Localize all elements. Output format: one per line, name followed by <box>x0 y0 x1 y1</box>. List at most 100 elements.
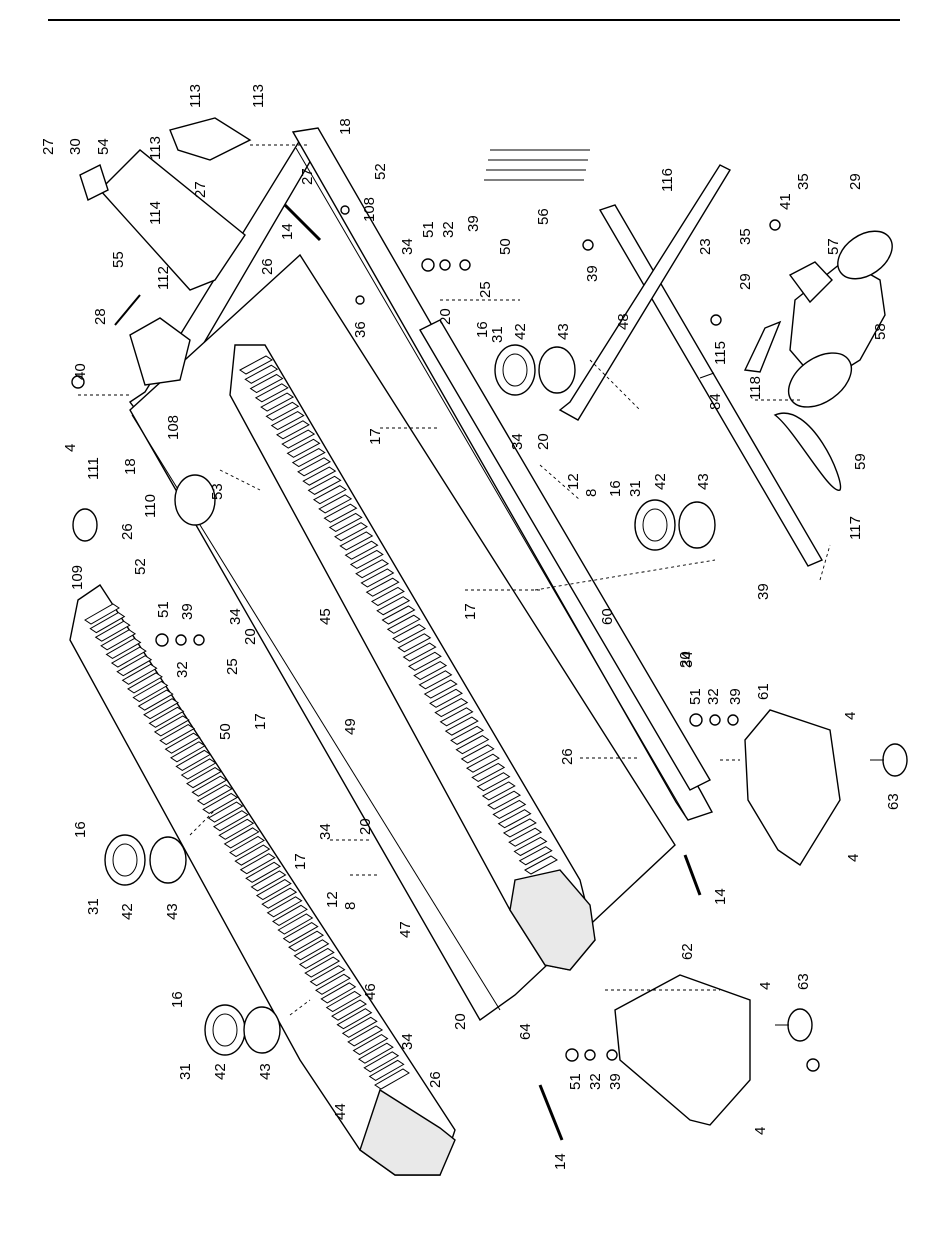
foot-63-right <box>870 743 908 777</box>
rail-slat <box>460 744 495 764</box>
rail-slat <box>121 663 158 685</box>
rail-slat <box>169 741 206 763</box>
label-43c: 43 <box>164 903 181 920</box>
rail-slat <box>450 725 485 745</box>
label-12b: 12 <box>324 891 341 908</box>
rail-slat <box>229 835 265 858</box>
label-17d: 17 <box>292 853 309 870</box>
rail-slat <box>302 466 337 486</box>
rail-slat <box>132 680 169 703</box>
label-4e: 4 <box>752 1127 769 1135</box>
label-4b: 4 <box>842 712 859 720</box>
side-rail-44-slats <box>84 603 410 1090</box>
motor-mount-57 <box>788 261 833 304</box>
rail-slat <box>508 827 543 847</box>
label-26c: 26 <box>559 748 576 765</box>
label-50b: 50 <box>217 723 234 740</box>
rail-slat <box>476 772 511 792</box>
rail-slat <box>110 646 147 668</box>
rail-slat <box>341 1016 378 1038</box>
label-17b: 17 <box>462 603 479 620</box>
rail-slat <box>481 781 516 801</box>
rail-slat <box>281 429 316 449</box>
label-42c: 42 <box>119 903 136 920</box>
label-4a: 4 <box>62 444 79 452</box>
label-8b: 8 <box>342 902 359 910</box>
label-35b: 35 <box>795 173 812 190</box>
label-49: 49 <box>342 718 359 735</box>
label-114: 114 <box>147 201 164 225</box>
rail-slat <box>407 651 442 671</box>
label-48: 48 <box>615 313 632 330</box>
label-31c: 31 <box>85 898 102 915</box>
rear-endcap-62 <box>614 974 751 1126</box>
rear-endcap-61 <box>744 709 841 866</box>
rail-slat <box>418 670 453 690</box>
label-113a: 113 <box>187 84 204 108</box>
label-52b: 52 <box>132 558 149 575</box>
rail-slat <box>392 623 427 644</box>
label-34b: 34 <box>509 433 526 450</box>
rail-slat <box>304 956 341 978</box>
label-43a: 43 <box>555 323 572 340</box>
label-8a: 8 <box>583 489 600 497</box>
label-42b: 42 <box>652 473 669 490</box>
label-32d: 32 <box>587 1073 604 1090</box>
label-47: 47 <box>397 921 414 938</box>
rail-slat <box>323 503 358 523</box>
front-bracket <box>129 317 191 386</box>
label-39b: 39 <box>584 265 601 282</box>
label-54: 54 <box>95 138 112 155</box>
rail-slat <box>286 438 321 458</box>
label-59: 59 <box>852 453 869 470</box>
label-32c: 32 <box>705 688 722 705</box>
rail-slat <box>339 531 374 551</box>
coil-109 <box>72 508 98 542</box>
label-39d: 39 <box>179 603 196 620</box>
label-113b: 113 <box>250 84 267 108</box>
rail-slat <box>223 827 260 849</box>
pulley-43-lower <box>243 1006 281 1054</box>
foot-63-left <box>775 1008 813 1042</box>
label-34f: 34 <box>399 1033 416 1050</box>
label-31a: 31 <box>489 326 506 343</box>
rail-slat <box>261 887 298 909</box>
rail-slat <box>357 1042 394 1064</box>
label-20e: 20 <box>357 818 374 835</box>
label-39c: 39 <box>755 583 772 600</box>
rail-slat <box>116 655 153 677</box>
label-14a: 14 <box>279 223 296 240</box>
label-41: 41 <box>777 193 794 210</box>
rail-slat <box>180 758 217 780</box>
rail-slat <box>349 549 384 570</box>
rail-slat <box>127 672 163 694</box>
rail-slat <box>314 973 351 995</box>
label-63b: 63 <box>795 973 812 990</box>
rail-slat <box>465 753 500 773</box>
rail-slat <box>245 861 282 883</box>
label-60: 60 <box>599 608 616 625</box>
rail-slat <box>254 383 289 403</box>
bolt-28 <box>114 294 141 326</box>
rail-slat <box>249 373 284 394</box>
label-32b: 32 <box>174 661 191 678</box>
rail-slat <box>186 767 222 789</box>
label-16a: 16 <box>474 321 491 338</box>
rail-slat <box>244 364 279 384</box>
rail-slat <box>291 448 326 468</box>
label-29a: 29 <box>847 173 864 190</box>
pulley-43-upper <box>538 346 576 394</box>
rail-slat <box>355 559 390 579</box>
rail-slat <box>374 1068 410 1090</box>
rail-slat <box>386 614 421 634</box>
rail-slat <box>502 818 537 838</box>
pulley-42-mid <box>634 499 676 551</box>
label-52a: 52 <box>372 163 389 180</box>
rail-slat <box>344 540 379 560</box>
label-63a: 63 <box>885 793 902 810</box>
rail-slat <box>159 723 196 746</box>
rail-slat <box>309 965 346 987</box>
rail-slat <box>402 642 437 662</box>
rail-slat <box>487 790 522 810</box>
label-39e: 39 <box>727 688 744 705</box>
